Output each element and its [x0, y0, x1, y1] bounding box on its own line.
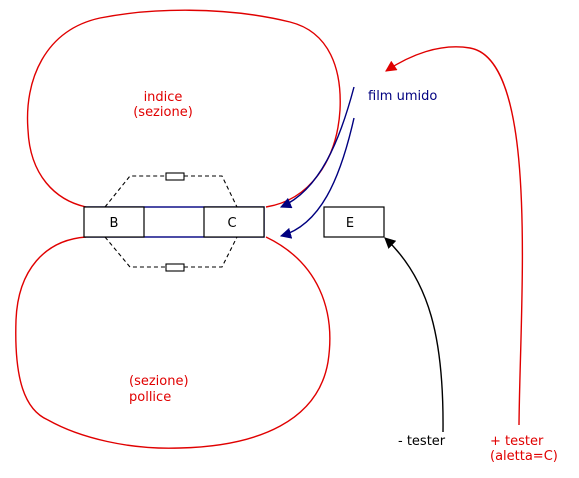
box-c-label: C	[227, 216, 236, 231]
film-arrow-lower	[279, 117, 355, 239]
box-b-label: B	[110, 216, 119, 231]
thumb-section-label: (sezione)	[129, 374, 189, 389]
index-finger-outline	[26, 9, 341, 208]
thumb-label: pollice	[129, 390, 171, 405]
film-label: film umido	[368, 89, 437, 104]
box-e-label: E	[346, 216, 354, 231]
resistor-bottom	[165, 263, 185, 272]
minus-tester-label: - tester	[398, 434, 446, 449]
box-b	[83, 206, 145, 238]
resistor-top	[165, 172, 185, 181]
box-e	[323, 206, 385, 238]
index-label: indice	[144, 90, 183, 105]
film-arrow-upper	[279, 86, 355, 209]
thumb-outline	[15, 236, 331, 449]
index-section-label: (sezione)	[133, 105, 193, 120]
plus-tester-wire	[385, 46, 524, 426]
dashed-circuit-top	[104, 172, 238, 208]
plus-tester-label: + tester	[490, 434, 544, 449]
minus-tester-wire	[384, 237, 444, 433]
dashed-circuit-bottom	[104, 236, 238, 272]
box-c	[203, 206, 265, 238]
plus-tester-note: (aletta=C)	[490, 449, 558, 464]
